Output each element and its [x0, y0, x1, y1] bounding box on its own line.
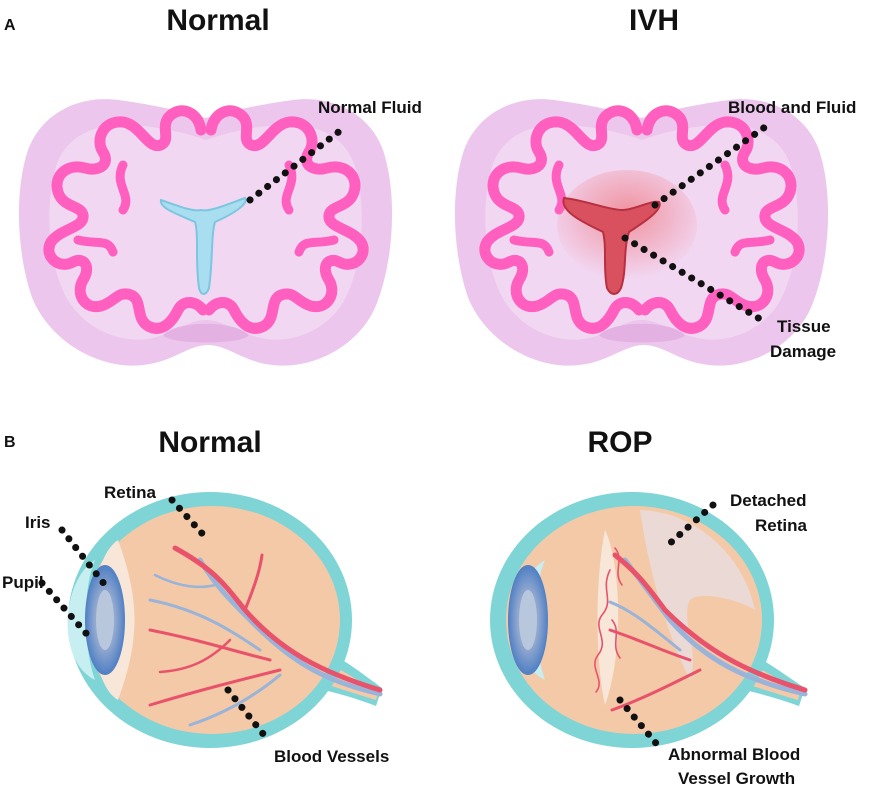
- leader-detached-retina: [664, 501, 717, 549]
- leader-normal-fluid: [246, 123, 349, 204]
- leader-abnormal-growth: [616, 696, 664, 752]
- label-detached-line2: Retina: [755, 516, 808, 535]
- normal-ventricle: [159, 196, 247, 295]
- panel-letter-a: A: [4, 17, 16, 34]
- label-abnormal-line1: Abnormal Blood: [668, 745, 800, 764]
- label-tissue-line2: Damage: [770, 342, 836, 361]
- leader-iris: [58, 526, 109, 589]
- label-normal-fluid: Normal Fluid: [318, 98, 422, 117]
- leader-blood-and-fluid: [651, 123, 769, 209]
- panel-a-right-title: IVH: [629, 4, 679, 37]
- leader-pupil: [38, 579, 96, 644]
- label-blood-and-fluid: Blood and Fluid: [728, 98, 856, 117]
- label-detached-line1: Detached: [730, 491, 807, 510]
- normal-eye-illustration: [67, 492, 383, 748]
- rop-eye-illustration: [490, 492, 808, 748]
- leader-retina: [168, 496, 212, 544]
- panel-b-right-title: ROP: [587, 426, 652, 459]
- label-pupil: Pupil: [2, 573, 44, 592]
- ivh-brain-illustration: [455, 99, 828, 366]
- label-blood-vessels: Blood Vessels: [274, 747, 389, 766]
- label-abnormal-line2: Vessel Growth: [678, 769, 795, 788]
- label-tissue-line1: Tissue: [777, 317, 831, 336]
- normal-brain-illustration: [19, 99, 392, 366]
- label-retina: Retina: [104, 483, 157, 502]
- panel-a-left-title: Normal: [166, 4, 269, 37]
- panel-b-left-title: Normal: [158, 426, 261, 459]
- label-iris: Iris: [25, 513, 51, 532]
- leader-blood-vessels: [224, 686, 272, 744]
- leader-tissue-damage: [621, 234, 769, 326]
- panel-letter-b: B: [4, 434, 16, 451]
- ivh-ventricle: [562, 196, 661, 295]
